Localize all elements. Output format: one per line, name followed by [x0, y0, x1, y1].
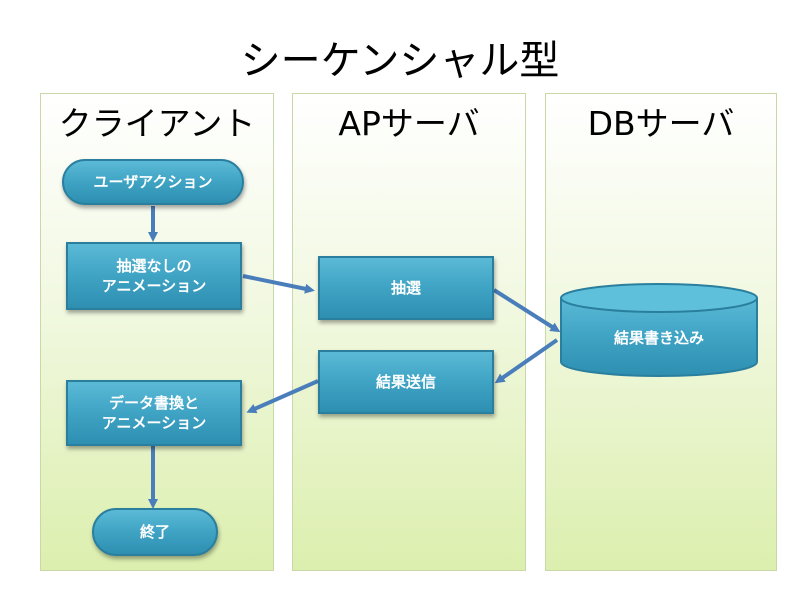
node-user-action: ユーザアクション: [62, 159, 244, 205]
node-no-lottery-animation: 抽選なしの アニメーション: [66, 242, 242, 310]
node-send-result: 結果送信: [318, 350, 494, 414]
node-write-result-cylinder: [560, 283, 758, 377]
arrow-animation-to-lottery: [242, 274, 315, 294]
lane-title-db-server: DBサーバ: [587, 104, 735, 143]
lane-title-client: クライアント: [58, 104, 256, 143]
lane-ap-server: APサーバ: [292, 93, 526, 571]
node-end: 終了: [92, 508, 218, 556]
lane-title-ap-server: APサーバ: [338, 104, 480, 143]
node-lottery: 抽選: [318, 256, 494, 320]
node-data-rewrite-animation: データ書換と アニメーション: [66, 380, 242, 446]
node-write-result-label: 結果書き込み: [613, 328, 704, 347]
arrow-send-to-rewrite: [246, 379, 319, 414]
arrow-write-to-send: [494, 338, 559, 384]
diagram-title: シーケンシャル型: [240, 38, 560, 84]
arrow-lottery-to-write: [492, 288, 561, 333]
